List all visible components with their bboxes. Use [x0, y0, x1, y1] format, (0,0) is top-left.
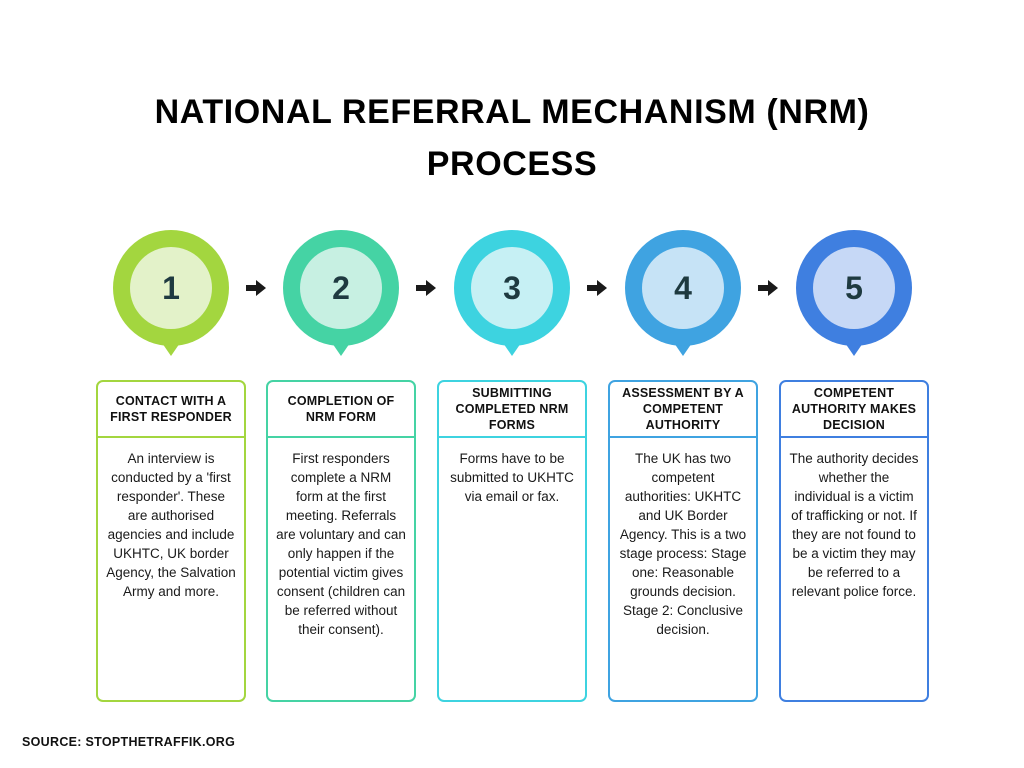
- step-1-description: An interview is conducted by a 'first re…: [106, 451, 236, 599]
- page-title-line-1: NATIONAL REFERRAL MECHANISM (NRM): [154, 93, 870, 131]
- step-5-marker-icon: 5: [796, 230, 912, 358]
- step-5-description: The authority decides whether the indivi…: [789, 451, 919, 599]
- step-3-card: SUBMITTING COMPLETED NRM FORMS Forms hav…: [437, 380, 587, 702]
- step-5-card: COMPETENT AUTHORITY MAKES DECISION The a…: [779, 380, 929, 702]
- step-2-heading: COMPLETION OF NRM FORM: [268, 382, 414, 438]
- step-4-heading: ASSESSMENT BY A COMPETENT AUTHORITY: [610, 382, 756, 438]
- step-2-description: First responders complete a NRM form at …: [276, 451, 406, 637]
- step-2-number: 2: [332, 269, 350, 306]
- step-3: 3 SUBMITTING COMPLETED NRM FORMS Forms h…: [437, 230, 587, 702]
- step-2-marker-icon: 2: [283, 230, 399, 358]
- step-3-heading: SUBMITTING COMPLETED NRM FORMS: [439, 382, 585, 438]
- step-4-card: ASSESSMENT BY A COMPETENT AUTHORITY The …: [608, 380, 758, 702]
- step-1-marker-icon: 1: [113, 230, 229, 358]
- step-5-number: 5: [845, 269, 863, 306]
- page-title-line-2: PROCESS: [426, 145, 598, 183]
- step-3-description: Forms have to be submitted to UKHTC via …: [450, 451, 574, 504]
- step-1-card: CONTACT WITH A FIRST RESPONDER An interv…: [96, 380, 246, 702]
- right-arrow-icon: [758, 280, 778, 296]
- right-arrow-icon: [246, 280, 266, 296]
- step-4-marker-icon: 4: [625, 230, 741, 358]
- step-2: 2 COMPLETION OF NRM FORM First responder…: [266, 230, 416, 702]
- step-1-heading: CONTACT WITH A FIRST RESPONDER: [98, 382, 244, 438]
- step-4-number: 4: [674, 269, 692, 306]
- step-4: 4 ASSESSMENT BY A COMPETENT AUTHORITY Th…: [608, 230, 758, 702]
- page-title: NATIONAL REFERRAL MECHANISM (NRM) PROCES…: [0, 86, 1024, 190]
- right-arrow-icon: [587, 280, 607, 296]
- right-arrow-icon: [416, 280, 436, 296]
- step-5-heading: COMPETENT AUTHORITY MAKES DECISION: [781, 382, 927, 438]
- step-3-marker-icon: 3: [454, 230, 570, 358]
- step-5: 5 COMPETENT AUTHORITY MAKES DECISION The…: [779, 230, 929, 702]
- source-credit: SOURCE: STOPTHETRAFFIK.ORG: [22, 735, 236, 749]
- step-3-number: 3: [503, 269, 521, 306]
- step-1-number: 1: [162, 269, 180, 306]
- step-1: 1 CONTACT WITH A FIRST RESPONDER An inte…: [96, 230, 246, 702]
- step-4-description: The UK has two competent authorities: UK…: [619, 451, 747, 637]
- step-2-card: COMPLETION OF NRM FORM First responders …: [266, 380, 416, 702]
